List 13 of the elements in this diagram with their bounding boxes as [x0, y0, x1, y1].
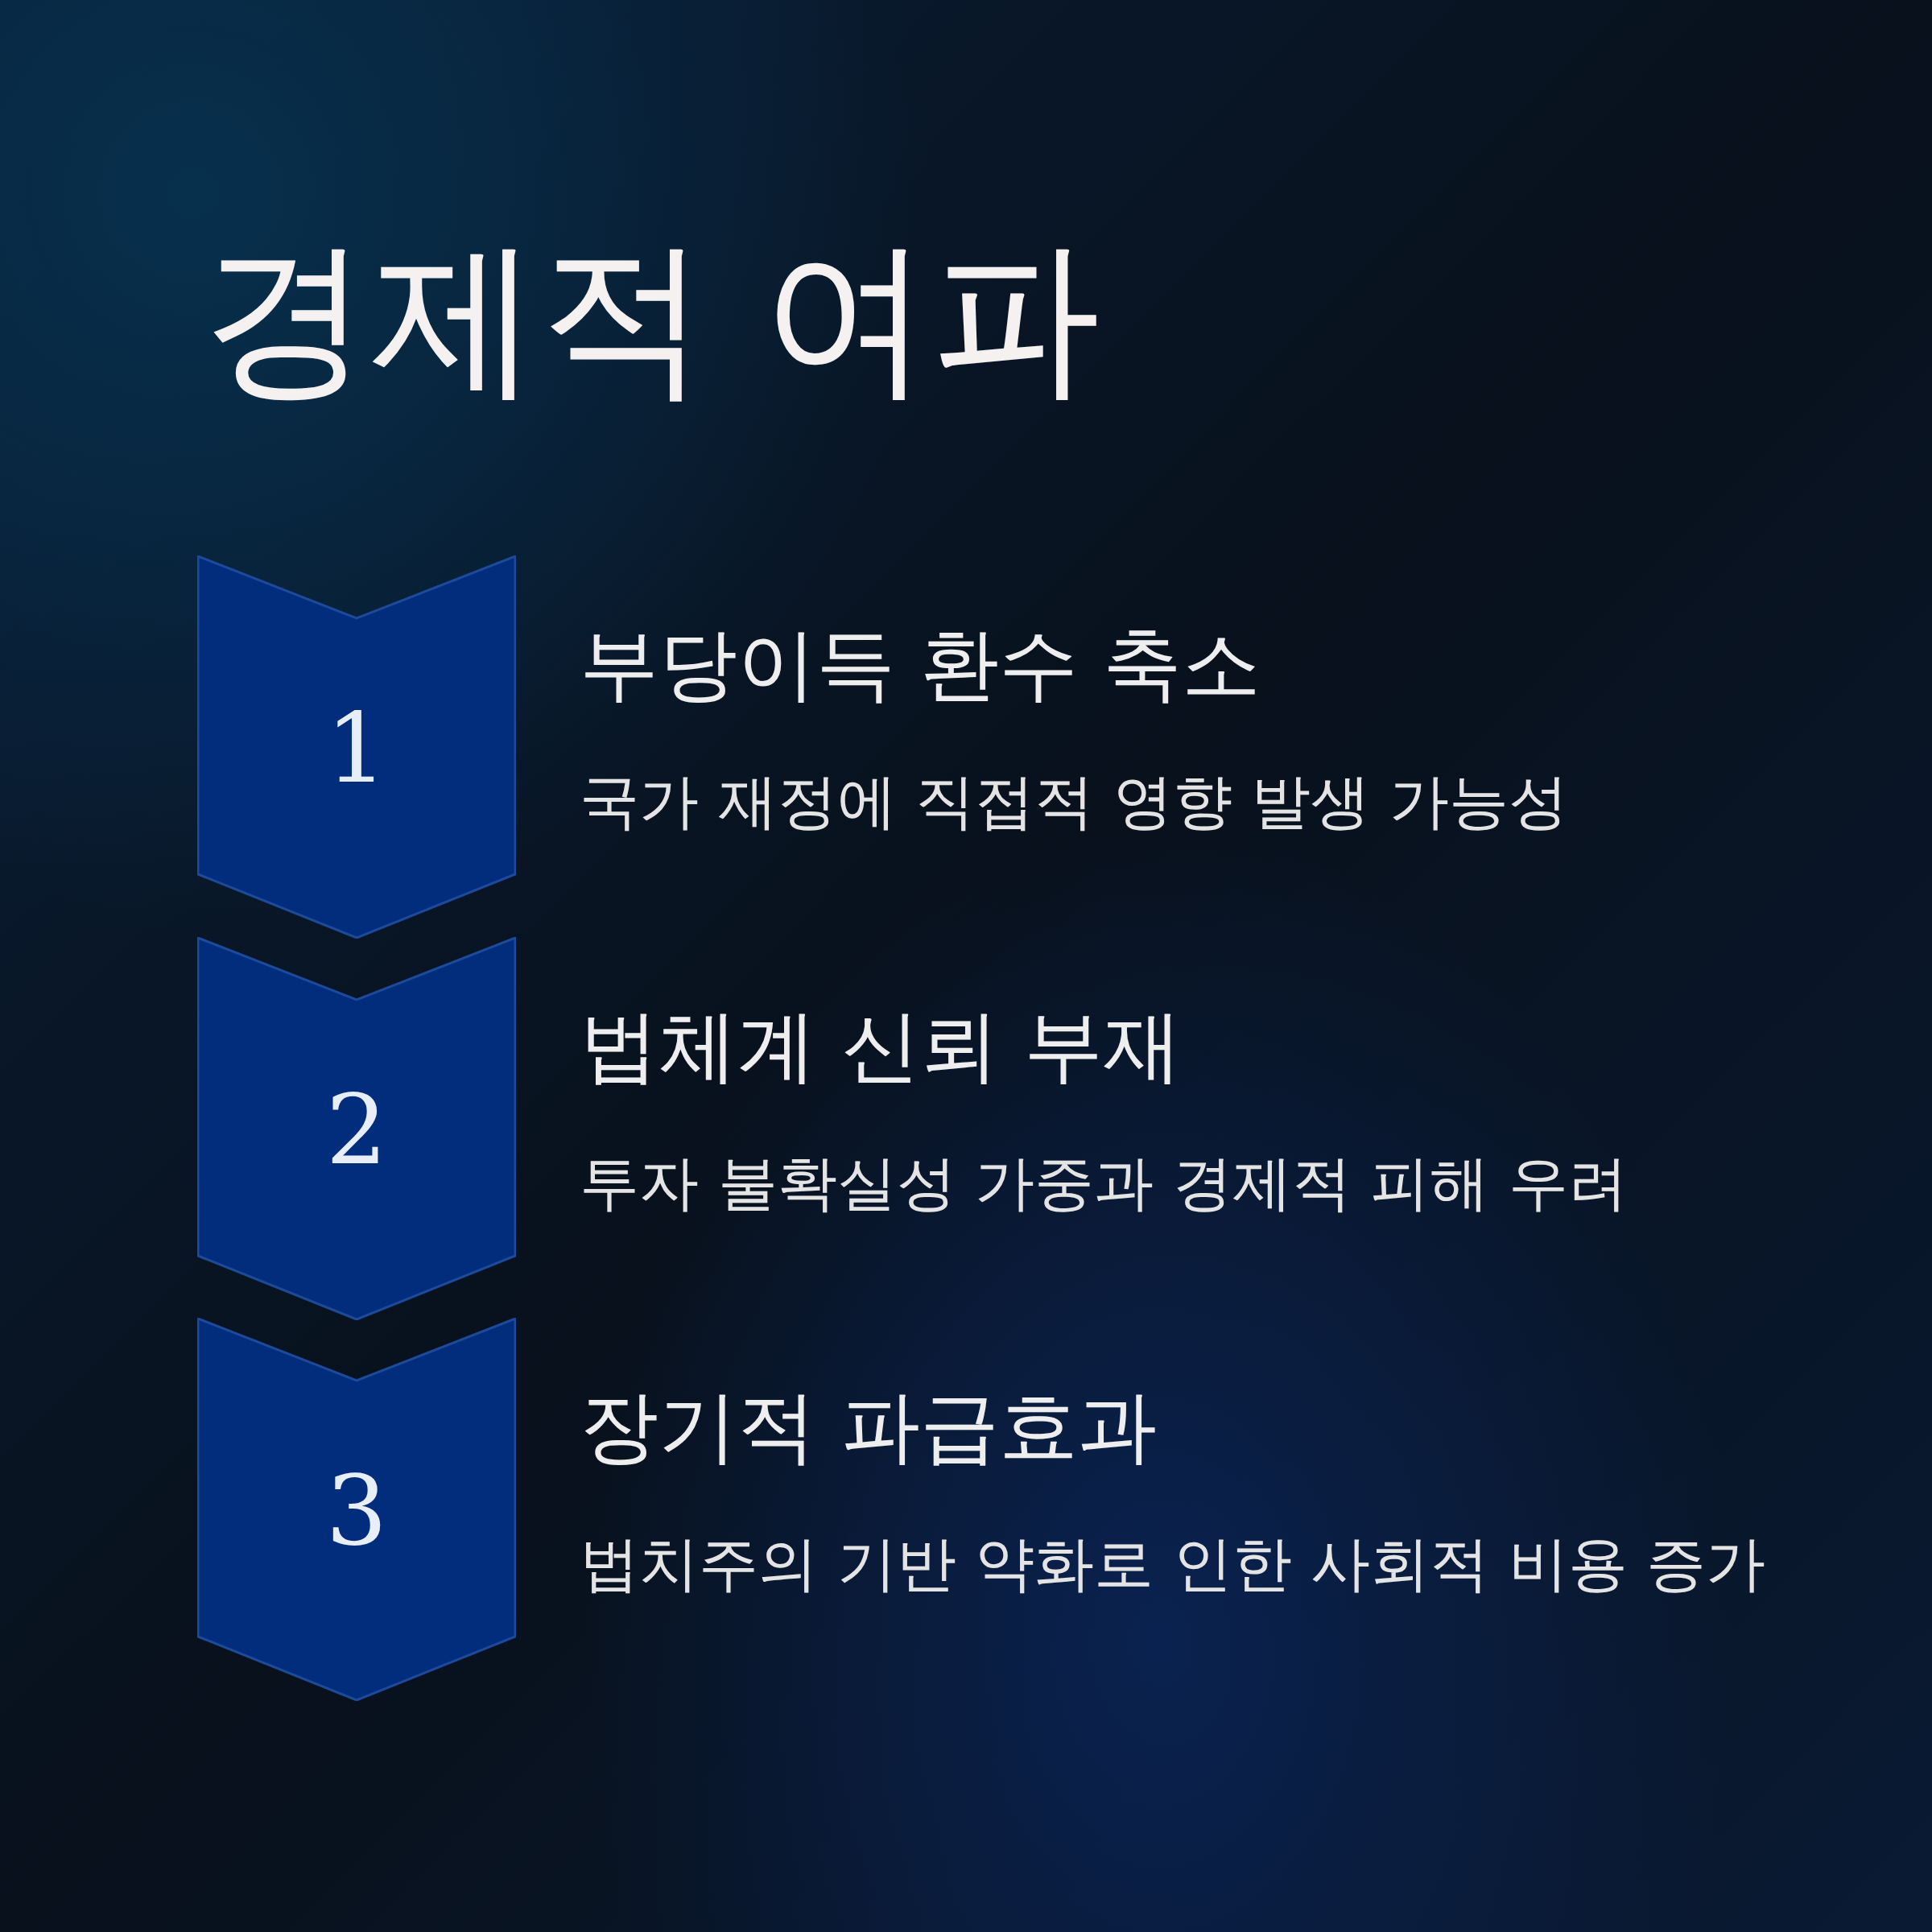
chevron-step: [197, 937, 516, 1320]
step-heading: 법체계 신뢰 부재: [580, 1003, 1183, 1090]
title: 경제적 여파: [201, 233, 1100, 402]
chevron-step: [197, 555, 516, 939]
step-heading: 장기적 파급효과: [580, 1384, 1158, 1471]
step-description: 투자 불확실성 가중과 경제적 피해 우려: [580, 1150, 1628, 1216]
step-number: 1: [324, 700, 389, 797]
step-number: 3: [324, 1463, 389, 1559]
chevron-step: [197, 1318, 516, 1701]
step-description: 법치주의 기반 약화로 인한 사회적 비용 증가: [580, 1531, 1766, 1597]
step-heading: 부당이득 환수 축소: [580, 621, 1261, 708]
step-description: 국가 재정에 직접적 영향 발생 가능성: [580, 769, 1568, 835]
step-number: 2: [324, 1082, 389, 1179]
